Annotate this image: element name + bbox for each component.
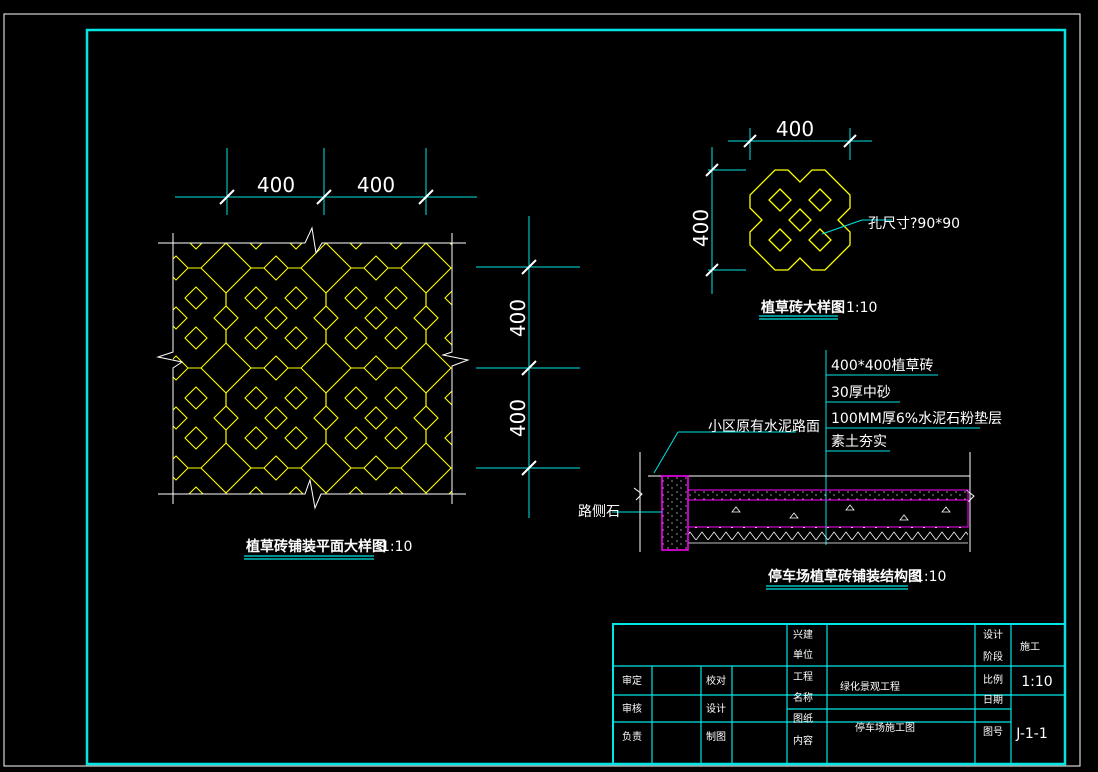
inner-frame: [85, 28, 1067, 766]
tb-d2: 设计: [706, 702, 726, 715]
brick-scale: 1:10: [846, 300, 877, 316]
brick-dim-w: 400: [776, 117, 814, 141]
tb-d3: 制图: [706, 730, 726, 743]
plan-dim-v1: 400: [506, 299, 530, 337]
brick-detail: 400 400 孔尺寸?90*90 植草砖大样图 1:10: [689, 117, 960, 320]
title-block: 审定 审核 负责 校对 设计 制图 兴建 单位 工程 名称 图纸 内容 绿化景观…: [612, 623, 1066, 765]
tb-project: 绿化景观工程: [840, 680, 900, 693]
tb-e3: 工程: [793, 671, 813, 683]
top-break-line: [158, 226, 466, 255]
outer-border: [3, 13, 1081, 767]
tb-stage: 施工: [1020, 640, 1040, 653]
layer-4-label: 素土夯实: [831, 434, 887, 450]
tb-g3: 比例: [983, 673, 1003, 686]
left-break-line: [156, 233, 184, 504]
plan-dim-v2: 400: [506, 399, 530, 437]
tb-e2: 单位: [793, 648, 813, 661]
hole-size-note: 孔尺寸?90*90: [868, 216, 960, 232]
layer-1-label: 400*400植草砖: [831, 358, 933, 374]
brick-unit: [749, 169, 851, 271]
section-title: 停车场植草砖铺装结构图: [768, 568, 922, 585]
plan-vertical-dimension: [476, 216, 580, 518]
right-break-line: [441, 233, 470, 504]
curb-label: 路侧石: [578, 504, 620, 520]
brick-dim-h: 400: [689, 209, 713, 247]
section-detail: 400*400植草砖 30厚中砂 100MM厚6%水泥石粉垫层 素土夯实 小区原…: [578, 350, 1002, 590]
tb-d1: 校对: [706, 674, 726, 687]
tb-g4: 日期: [983, 694, 1003, 706]
tb-drawing-no: J-1-1: [1015, 726, 1048, 742]
plan-title: 植草砖铺装平面大样图: [245, 538, 386, 555]
plan-dim-h2: 400: [357, 173, 395, 197]
tb-c3: 负责: [622, 730, 642, 743]
brick-title: 植草砖大样图: [760, 299, 845, 316]
tb-c1: 审定: [622, 674, 642, 687]
tb-g1: 设计: [983, 628, 1003, 641]
layer-2-label: 30厚中砂: [831, 385, 891, 401]
plan-scale: 1:10: [381, 539, 412, 555]
tb-scale: 1:10: [1021, 674, 1052, 690]
paving-pattern: [173, 243, 452, 494]
tb-e1: 兴建: [793, 628, 813, 641]
tb-e5: 图纸: [793, 712, 813, 725]
layer-3-label: 100MM厚6%水泥石粉垫层: [831, 411, 1002, 427]
tb-g2: 阶段: [983, 650, 1003, 663]
tb-g5: 图号: [983, 726, 1003, 738]
curb-stone: [661, 475, 689, 551]
tb-e4: 名称: [793, 691, 813, 704]
section-scale: 1:10: [915, 569, 946, 585]
tb-content: 停车场施工图: [855, 721, 915, 734]
plan-horizontal-dimension: [175, 148, 477, 215]
bottom-break-line: [158, 478, 466, 510]
road-label: 小区原有水泥路面: [708, 419, 820, 435]
plan-dim-h1: 400: [257, 173, 295, 197]
plan-detail: 400 400 400 400 植草砖铺装平面大样图 1:10: [156, 148, 580, 560]
tb-c2: 审核: [622, 702, 642, 715]
tb-e6: 内容: [793, 734, 813, 747]
